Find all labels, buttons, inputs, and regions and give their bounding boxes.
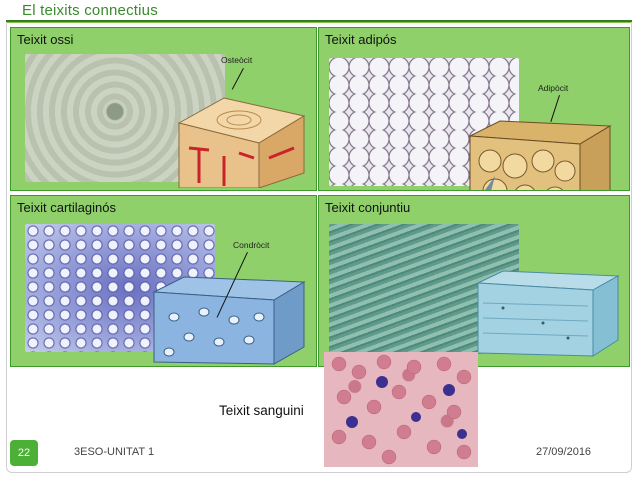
panel-label: Teixit conjuntiu xyxy=(325,200,411,215)
blood-cells-illustration xyxy=(331,354,472,465)
slide-frame xyxy=(6,22,632,473)
callout-osteocit: Osteòcit xyxy=(221,55,253,65)
title-rule-accent xyxy=(6,22,632,23)
panel-label: Teixit cartilaginós xyxy=(17,200,116,215)
slide-title: El teixits connectius xyxy=(22,2,158,19)
blood-label: Teixit sanguini xyxy=(219,403,304,418)
callout-condrocit: Condròcit xyxy=(233,240,270,250)
panel-teixit-ossi: Teixit ossi Osteòcit xyxy=(10,27,317,191)
cartilage-block-illustration xyxy=(152,276,306,365)
bone-block-illustration xyxy=(177,97,306,188)
page-number-badge: 22 xyxy=(10,440,38,466)
panel-label: Teixit adipós xyxy=(325,32,397,47)
panel-label: Teixit ossi xyxy=(17,32,74,47)
callout-leader xyxy=(231,68,244,90)
title-rule xyxy=(6,20,632,22)
panel-teixit-conjuntiu: Teixit conjuntiu xyxy=(318,195,630,367)
blood-micrograph xyxy=(324,352,478,467)
callout-adipocit: Adipòcit xyxy=(538,83,569,93)
footer-unit: 3ESO-UNITAT 1 xyxy=(74,446,155,458)
adipose-block-illustration xyxy=(468,120,612,190)
panel-teixit-adipos: Teixit adipós Adipòcit xyxy=(318,27,630,191)
connective-block-illustration xyxy=(476,270,620,357)
footer-date: 27/09/2016 xyxy=(536,446,592,458)
panel-teixit-cartilaginos: Teixit cartilaginós Condròcit xyxy=(10,195,317,367)
